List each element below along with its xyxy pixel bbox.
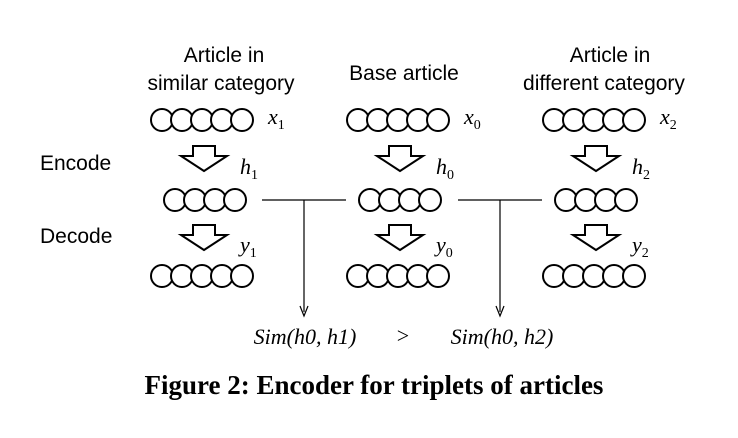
input-layer-base xyxy=(346,108,450,132)
label-encode: Encode xyxy=(40,152,111,175)
label-decode: Decode xyxy=(40,225,112,248)
output-label-y1: y1 xyxy=(238,232,257,261)
input-label-x2: x2 xyxy=(659,104,677,133)
input-layer-similar xyxy=(150,108,254,132)
output-label-y2: y2 xyxy=(630,232,649,261)
hidden-label-h2: h2 xyxy=(632,154,650,183)
title-different-line2: different category xyxy=(523,72,685,95)
output-layer-different xyxy=(542,264,646,288)
hidden-layer-different xyxy=(554,188,638,212)
output-layer-base xyxy=(346,264,450,288)
input-label-x1: x1 xyxy=(267,104,285,133)
output-label-y0: y0 xyxy=(434,232,453,261)
decode-arrow-similar xyxy=(177,224,231,252)
input-label-x0: x0 xyxy=(463,104,481,133)
title-base: Base article xyxy=(349,62,459,85)
encode-arrow-similar xyxy=(177,145,231,173)
similarity-left: Sim(h0, h1) xyxy=(254,324,357,349)
decode-arrow-different xyxy=(569,224,623,252)
encode-arrow-base xyxy=(373,145,427,173)
hidden-label-h0: h0 xyxy=(436,154,454,183)
title-different-line1: Article in xyxy=(570,44,651,67)
hidden-label-h1: h1 xyxy=(240,154,258,183)
title-similar-line2: similar category xyxy=(147,72,295,95)
similarity-connector-left xyxy=(262,199,346,318)
similarity-operator: > xyxy=(397,323,409,348)
title-similar-line1: Article in xyxy=(184,44,265,67)
similarity-right: Sim(h0, h2) xyxy=(451,324,554,349)
hidden-layer-similar xyxy=(163,188,247,212)
output-layer-similar xyxy=(150,264,254,288)
similarity-connector-right xyxy=(458,199,542,318)
encode-arrow-different xyxy=(569,145,623,173)
input-layer-different xyxy=(542,108,646,132)
decode-arrow-base xyxy=(373,224,427,252)
figure-caption: Figure 2: Encoder for triplets of articl… xyxy=(145,370,604,400)
hidden-layer-base xyxy=(358,188,442,212)
